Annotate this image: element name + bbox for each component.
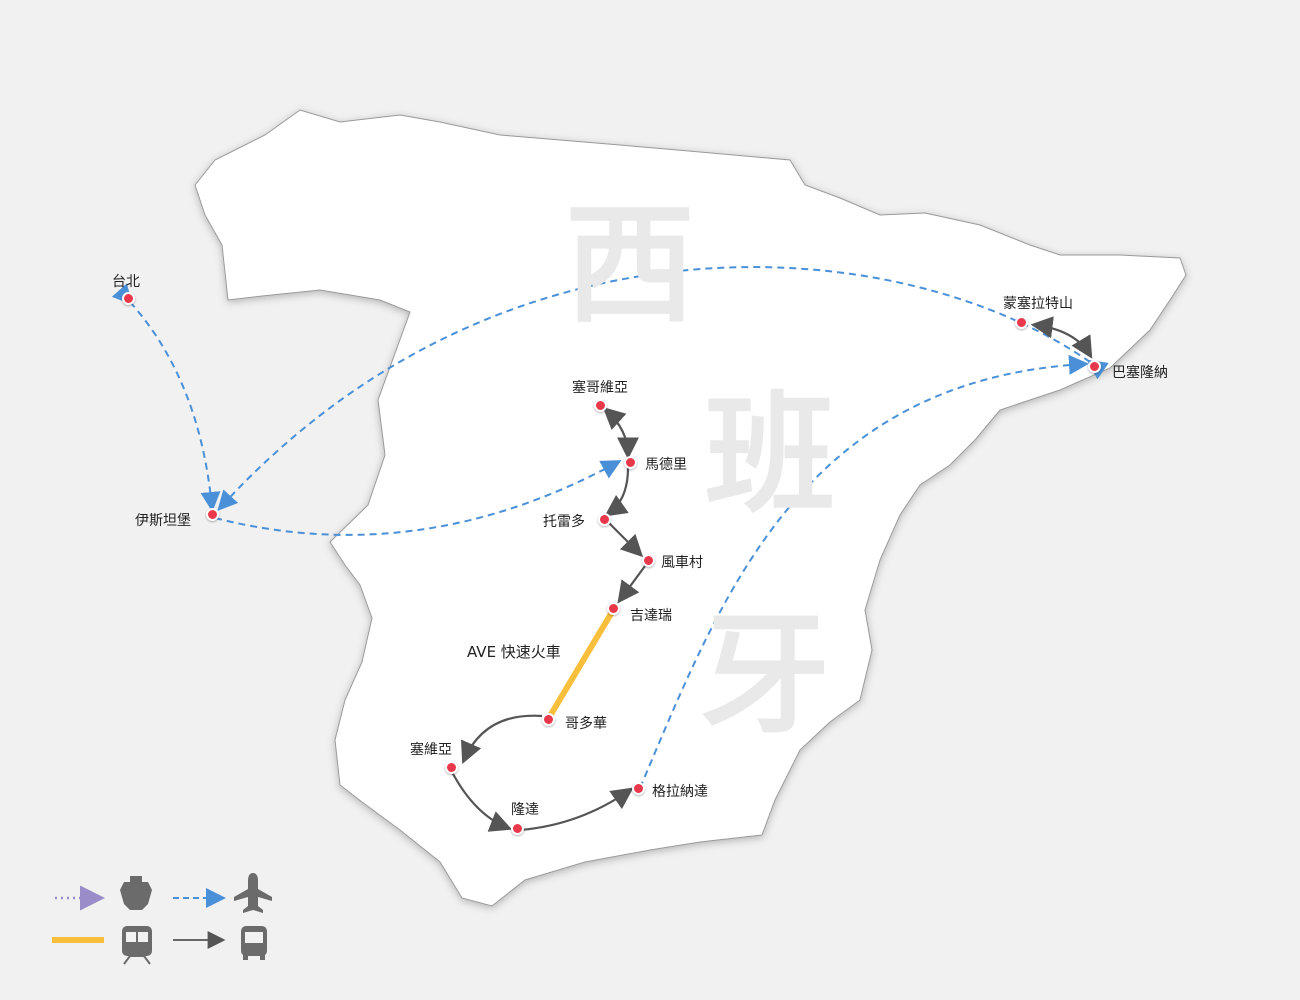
city-dot xyxy=(511,822,524,835)
city-dot xyxy=(206,508,219,521)
bus-montserrat-barcelona xyxy=(1030,316,1093,359)
flight-barcelona-istanbul xyxy=(217,266,1109,511)
city-dot xyxy=(445,761,458,774)
watermark-char: 牙 xyxy=(700,599,831,751)
bus-windmill-jaen xyxy=(617,565,646,604)
bus-cordoba-seville xyxy=(460,714,543,765)
city-label: 塞維亞 xyxy=(410,742,452,758)
city-dot xyxy=(122,292,135,305)
bus-toledo-windmill xyxy=(607,521,644,558)
city-label: 隆達 xyxy=(511,802,539,818)
city-label: 台北 xyxy=(112,274,140,290)
route-label: AVE 快速火車 xyxy=(467,643,561,661)
flight-taipei-istanbul xyxy=(111,283,221,512)
city-dot xyxy=(632,782,645,795)
watermark-char: 班 xyxy=(705,379,836,531)
city-dot xyxy=(594,399,607,412)
city-label: 格拉納達 xyxy=(652,784,708,800)
bus-seville-ronda xyxy=(451,771,513,832)
city-label: 風車村 xyxy=(661,555,703,571)
city-dot xyxy=(1088,360,1101,373)
city-dot xyxy=(607,602,620,615)
bus-madrid-toledo xyxy=(604,467,630,517)
ave-train-line xyxy=(547,610,615,718)
city-label: 托雷多 xyxy=(543,514,585,530)
city-dot xyxy=(598,513,611,526)
city-label: 蒙塞拉特山 xyxy=(1003,296,1073,312)
city-label: 塞哥維亞 xyxy=(572,380,628,396)
airplane-icon xyxy=(234,873,272,913)
city-dot xyxy=(542,713,555,726)
watermark-char: 西 xyxy=(565,189,696,341)
ship-icon xyxy=(120,876,152,910)
city-label: 吉達瑞 xyxy=(630,608,672,624)
city-dot xyxy=(642,554,655,567)
bus-icon xyxy=(241,926,267,960)
bus-ronda-granada xyxy=(519,787,634,832)
bus-segovia-madrid xyxy=(602,407,639,460)
flight-granada-barcelona xyxy=(639,354,1089,789)
city-dot xyxy=(1015,316,1028,329)
city-label: 馬德里 xyxy=(645,457,687,473)
train-icon xyxy=(122,926,152,965)
city-label: 哥多華 xyxy=(565,716,607,732)
city-label: 伊斯坦堡 xyxy=(135,513,191,529)
city-label: 巴塞隆納 xyxy=(1112,365,1168,381)
city-dot xyxy=(624,456,637,469)
flight-istanbul-madrid xyxy=(214,460,622,536)
